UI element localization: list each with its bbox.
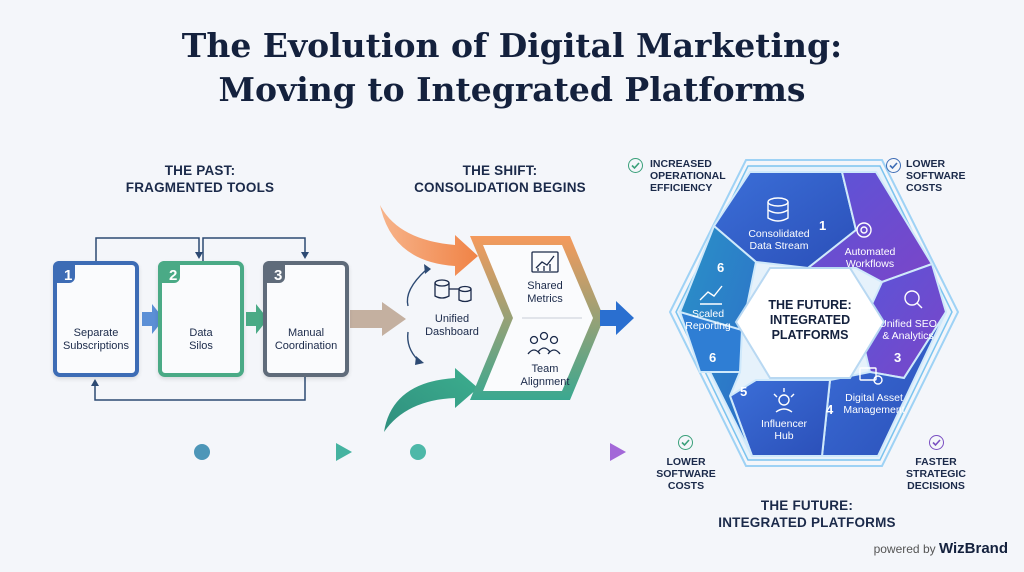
unified-dashboard-label: Unified Dashboard [412,313,492,339]
shift-heading: THE SHIFT: CONSOLIDATION BEGINS [400,162,600,196]
segment-label-line-2: & Analytics [882,330,934,342]
past-card-label-line-2: Subscriptions [62,340,130,352]
team-alignment-line-2: Alignment [520,376,570,388]
future-center-label: THE FUTURE: INTEGRATED PLATFORMS [752,298,868,343]
check-icon [678,435,693,450]
benefit-line-1: LOWER [666,456,706,468]
segment-label-line-2: Management [843,404,905,416]
segment-unified-seo: Unified SEO & Analytics [870,318,946,342]
past-card-data-silos: 2 Data Silos [158,261,244,377]
future-center-line-2: INTEGRATED [769,313,851,327]
benefit-lower-costs-bottom: LOWER SOFTWARE COSTS [646,456,726,492]
past-card-label: Separate Subscriptions [57,327,135,353]
past-card-subscriptions: 1 Separate Subscriptions [53,261,139,377]
benefit-line-3: COSTS [667,480,705,492]
segment-influencer-hub: Influencer Hub [748,418,820,442]
shift-heading-line-1: THE SHIFT: [462,163,538,178]
future-bottom-line-1: THE FUTURE: [760,498,854,513]
past-card-number-badge [263,261,285,283]
benefit-line-2: SOFTWARE [656,468,716,480]
past-card-number-badge [158,261,180,283]
past-heading-line-2: FRAGMENTED TOOLS [125,180,275,195]
segment-label-line-2: Reporting [685,320,731,332]
past-card-coordination: 3 Manual Coordination [263,261,349,377]
segment-label-line-1: Unified SEO [879,318,937,330]
benefit-line-2: SOFTWARE [906,170,966,182]
team-alignment-label: Team Alignment [505,363,585,389]
benefit-line-3: COSTS [906,182,943,194]
future-bottom-heading: THE FUTURE: INTEGRATED PLATFORMS [700,497,914,531]
team-alignment-line-1: Team [531,363,559,375]
past-heading-line-1: THE PAST: [164,163,236,178]
past-card-label-line-1: Separate [73,327,119,339]
page-title: The Evolution of Digital Marketing: Movi… [0,24,1024,112]
past-card-number: 1 [64,267,73,284]
past-card-label: Manual Coordination [267,327,345,353]
segment-label-line-2: Workflows [845,258,895,270]
benefit-efficiency: INCREASED OPERATIONAL EFFICIENCY [650,158,726,194]
segment-label-line-1: Scaled [691,308,725,320]
segment-label-line-2: Data Stream [749,240,809,252]
past-card-number: 3 [274,267,283,284]
brand-name: WizBrand [938,540,1008,557]
segment-number: 4 [826,402,834,417]
segment-consolidated-data: Consolidated Data Stream [734,228,824,252]
benefit-faster-decisions: FASTER STRATEGIC DECISIONS [896,456,976,492]
segment-number: 5 [740,384,748,399]
benefit-line-3: EFFICIENCY [650,182,713,194]
past-card-number: 2 [169,267,178,284]
segment-number: 1 [819,218,827,233]
shift-heading-line-2: CONSOLIDATION BEGINS [414,180,586,195]
title-line-2: Moving to Integrated Platforms [218,70,806,109]
benefit-line-1: INCREASED [650,158,712,170]
segment-number: 3 [894,350,902,365]
benefit-line-1: FASTER [915,456,957,468]
check-icon [886,158,901,173]
benefit-line-1: LOWER [906,158,946,170]
segment-number: 6 [717,260,725,275]
title-line-1: The Evolution of Digital Marketing: [181,26,843,65]
check-icon [929,435,944,450]
unified-dashboard-line-2: Dashboard [425,326,479,338]
segment-label-line-1: Digital Asset [845,392,903,404]
powered-by-footer[interactable]: powered by WizBrand [874,540,1008,557]
benefit-lower-costs-top: LOWER SOFTWARE COSTS [906,158,966,194]
segment-label-line-1: Influencer [760,418,808,430]
shared-metrics-label: Shared Metrics [505,280,585,306]
segment-number-extra: 6 [709,350,717,365]
future-center-line-3: PLATFORMS [771,328,849,342]
past-heading: THE PAST: FRAGMENTED TOOLS [120,162,280,196]
segment-digital-asset: Digital Asset Management [832,392,916,416]
shared-metrics-line-2: Metrics [527,293,563,305]
past-card-label-line-2: Coordination [274,340,338,352]
powered-by-text: powered by [873,542,936,556]
benefit-line-3: DECISIONS [907,480,965,492]
past-card-label-line-1: Data [189,327,213,339]
benefit-line-2: STRATEGIC [906,468,966,480]
segment-scaled-reporting: Scaled Reporting [676,308,740,332]
past-card-label-line-2: Silos [189,340,213,352]
shared-metrics-line-1: Shared [527,280,563,292]
segment-label-line-2: Hub [774,430,794,442]
future-center-line-1: THE FUTURE: [768,298,852,312]
past-card-number-badge [53,261,75,283]
check-icon [628,158,643,173]
past-card-label-line-1: Manual [287,327,325,339]
past-card-label: Data Silos [162,327,240,353]
benefit-line-2: OPERATIONAL [650,170,726,182]
segment-label-line-1: Consolidated [748,228,810,240]
future-bottom-line-2: INTEGRATED PLATFORMS [718,515,896,530]
segment-automated-workflows: Automated Workflows [828,246,912,270]
unified-dashboard-line-1: Unified [434,313,470,325]
segment-label-line-1: Automated [844,246,896,258]
